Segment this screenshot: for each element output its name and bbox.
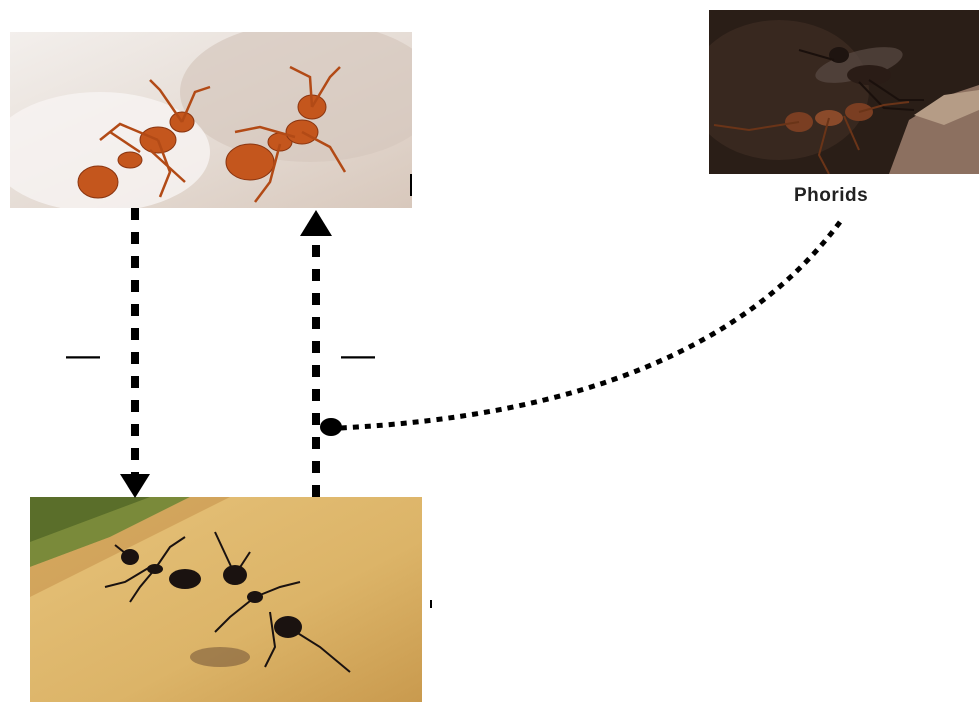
up-arrowhead-icon — [300, 210, 332, 236]
phorid-modifier-edge — [320, 222, 840, 436]
dot-endpoint-icon — [320, 418, 342, 436]
negative-sign-right: — — [341, 338, 375, 372]
native-to-fire-edge — [300, 210, 332, 497]
stray-mark — [410, 174, 412, 196]
negative-sign-left: — — [66, 338, 100, 372]
down-arrowhead-icon — [120, 474, 150, 498]
stray-mark — [430, 600, 432, 608]
fire-to-native-edge — [120, 208, 150, 498]
